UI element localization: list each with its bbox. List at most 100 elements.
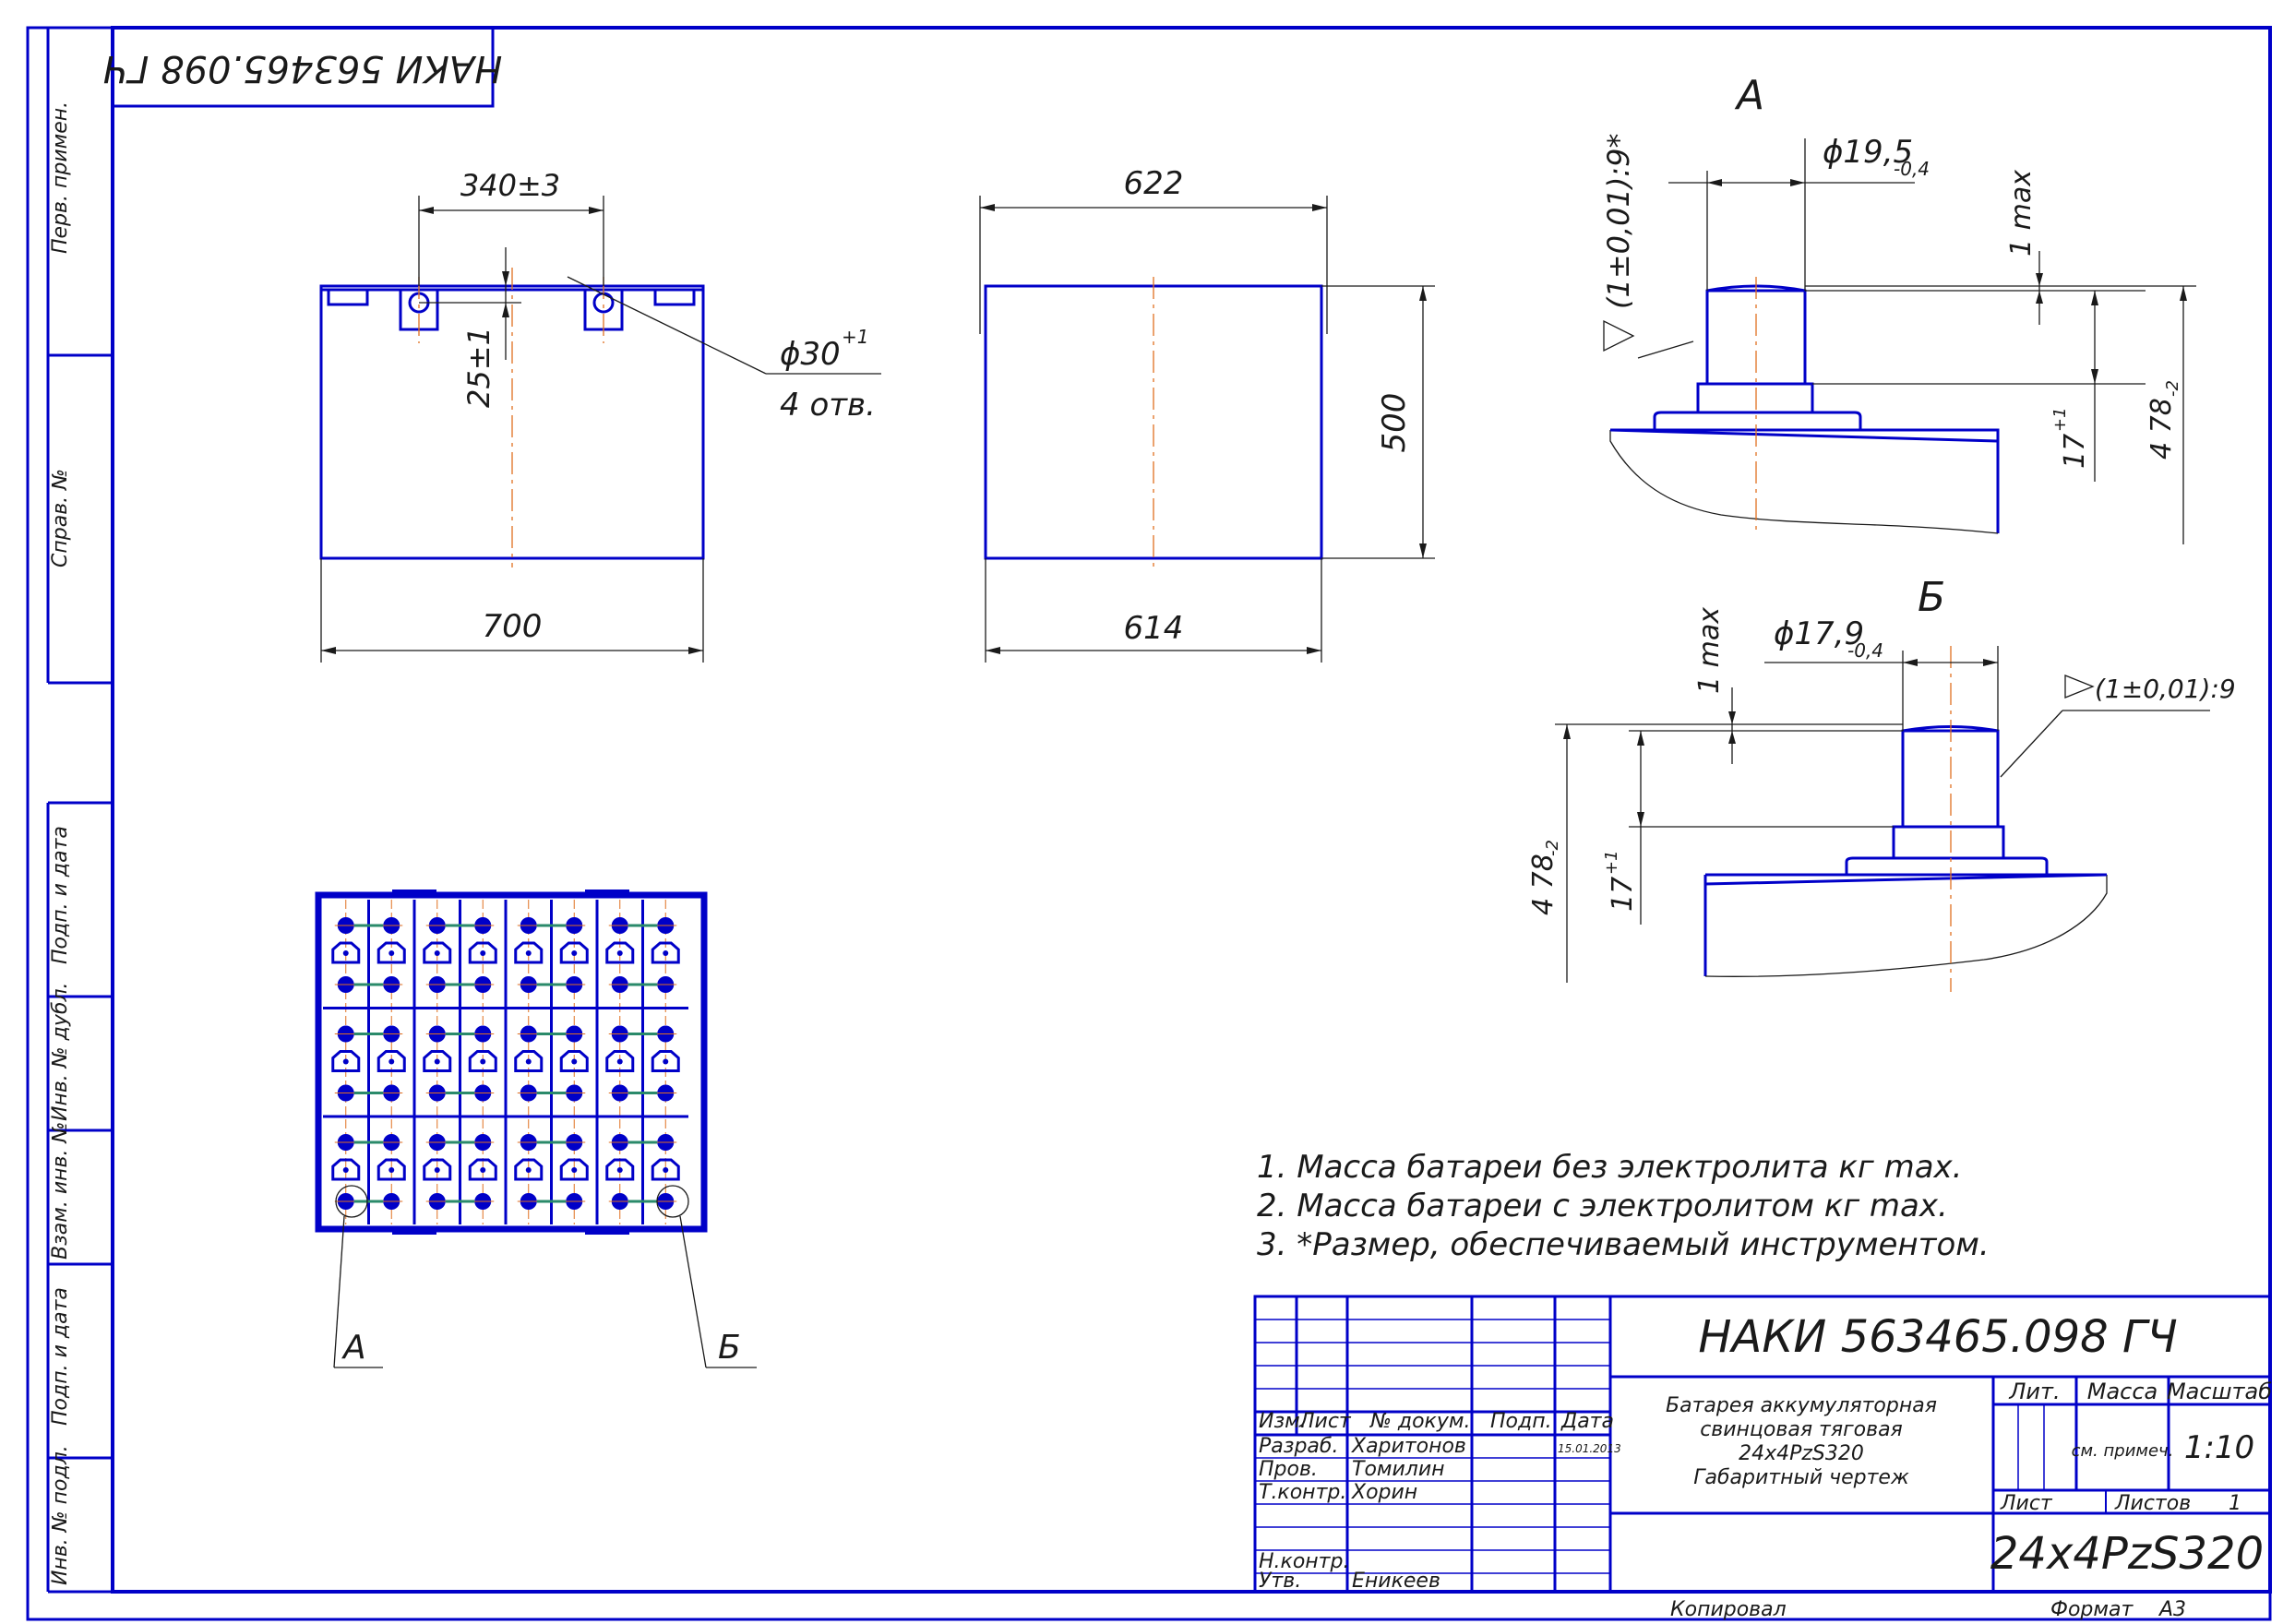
detail-b: Б ϕ17,9 -0,4 (1±0,01):9 1 max 17 +1 bbox=[1527, 574, 2236, 992]
note-1: 1. Масса батареи без электролита кг max. bbox=[1257, 1149, 1962, 1186]
detail-a-max: 1 max bbox=[2005, 170, 2038, 257]
vent-plug bbox=[331, 941, 361, 964]
vent-plug bbox=[468, 1050, 497, 1072]
vent-plug bbox=[559, 1050, 589, 1072]
vent-plug bbox=[514, 1158, 544, 1181]
top-code-box: НАКИ 563465.098 ГЧ bbox=[103, 26, 503, 108]
dim-500: 500 bbox=[1376, 393, 1413, 453]
vent-plug bbox=[377, 1158, 406, 1181]
vent-plug bbox=[605, 941, 635, 964]
detail-b-h478-tol: -2 bbox=[1543, 840, 1562, 856]
detail-b-h17-tol: +1 bbox=[1602, 850, 1621, 875]
tb-sheets-value: 1 bbox=[2229, 1492, 2241, 1515]
sheet-frame bbox=[26, 26, 2272, 1621]
tb-nkontr-label: Н.контр. bbox=[1259, 1550, 1349, 1573]
podp-data-label-1: Подп. и дата bbox=[49, 826, 72, 964]
sprav-no-label: Справ. № bbox=[49, 469, 72, 567]
vent-plug bbox=[559, 941, 589, 964]
tb-prov-name: Томилин bbox=[1352, 1458, 1445, 1481]
detail-b-h478: 4 78 bbox=[1527, 854, 1560, 915]
vent-plug bbox=[331, 1158, 361, 1181]
detail-a-h17-tol: +1 bbox=[2050, 407, 2070, 432]
vent-plug bbox=[468, 1158, 497, 1181]
doc-code-rotated: НАКИ 563465.098 ГЧ bbox=[103, 47, 503, 90]
podp-data-label-2: Подп. и дата bbox=[49, 1287, 72, 1426]
front-view: 340±3 25±1 ϕ30 +1 4 отв. 700 bbox=[319, 168, 881, 663]
inv-dubl-label: Инв. № дубл. bbox=[49, 982, 72, 1121]
tb-sheet: Лист bbox=[2000, 1492, 2053, 1515]
vent-plug bbox=[651, 1158, 680, 1181]
inv-podl-label: Инв. № подл. bbox=[49, 1445, 72, 1585]
detail-a-taper: (1±0,01):9* bbox=[1601, 133, 1636, 309]
dim-25: 25±1 bbox=[461, 327, 496, 408]
vent-plug bbox=[423, 941, 452, 964]
tb-tkontr-name: Хорин bbox=[1351, 1481, 1417, 1504]
vent-plug bbox=[468, 941, 497, 964]
detail-a-dia: ϕ19,5 bbox=[1823, 134, 1913, 171]
tb-utv-name: Еникеев bbox=[1352, 1570, 1440, 1593]
tb-name-line-2: свинцовая тяговая bbox=[1700, 1418, 1903, 1441]
title-block: Изм. Лист № докум. Подп. Дата Разраб. Ха… bbox=[1253, 1295, 2272, 1594]
vent-plug bbox=[559, 1158, 589, 1181]
tb-name-line-3: 24х4PzS320 bbox=[1739, 1442, 1864, 1465]
note-3: 3. *Размер, обеспечиваемый инструментом. bbox=[1257, 1226, 1990, 1263]
leader-b-label: Б bbox=[718, 1329, 741, 1367]
detail-a-h478: 4 78 bbox=[2146, 398, 2178, 460]
detail-a-title: А bbox=[1734, 72, 1764, 119]
dim-holes: 4 отв. bbox=[780, 387, 876, 424]
detail-a: А ϕ19,5 -0,4 (1±0,01):9* 1 max 17 +1 bbox=[1601, 72, 2196, 544]
vzam-inv-label: Взам. инв. № bbox=[49, 1122, 72, 1260]
tb-name-line-4: Габаритный чертеж bbox=[1693, 1466, 1909, 1489]
tb-tkontr-label: Т.контр. bbox=[1259, 1481, 1346, 1504]
vent-plug bbox=[423, 1050, 452, 1072]
footer-copied: Копировал bbox=[1670, 1598, 1787, 1621]
top-view: А Б bbox=[315, 890, 757, 1368]
tb-masshtab: Масштаб bbox=[2167, 1379, 2272, 1404]
dim-700: 700 bbox=[483, 608, 543, 645]
tb-utv-label: Утв. bbox=[1259, 1570, 1301, 1593]
tb-lit: Лит. bbox=[2008, 1379, 2060, 1404]
vent-plug bbox=[423, 1158, 452, 1181]
cell-grid bbox=[323, 900, 688, 1224]
vent-plug bbox=[514, 1050, 544, 1072]
tb-sheets: Листов bbox=[2114, 1492, 2191, 1515]
tb-massa-value: см. примеч. bbox=[2072, 1441, 2174, 1461]
dim-d30: ϕ30 bbox=[780, 336, 841, 373]
detail-b-title: Б bbox=[1918, 574, 1945, 621]
vent-plug bbox=[651, 941, 680, 964]
leader-a-label: А bbox=[341, 1329, 366, 1367]
detail-b-h17: 17 bbox=[1607, 877, 1639, 912]
vent-plug bbox=[377, 941, 406, 964]
detail-b-taper: (1±0,01):9 bbox=[2095, 674, 2236, 704]
tb-scale-value: 1:10 bbox=[2184, 1429, 2254, 1466]
tb-name-line-1: Батарея аккумуляторная bbox=[1666, 1394, 1937, 1417]
tb-col-docum: № докум. bbox=[1369, 1410, 1470, 1433]
tb-razrab-date: 15.01.2013 bbox=[1558, 1442, 1621, 1455]
footer-format-label: Формат bbox=[2050, 1598, 2134, 1621]
notes: 1. Масса батареи без электролита кг max.… bbox=[1257, 1149, 1990, 1263]
vent-plug bbox=[331, 1050, 361, 1072]
footer-format-value: А3 bbox=[2158, 1598, 2186, 1621]
dim-340: 340±3 bbox=[460, 168, 560, 203]
detail-b-max: 1 max bbox=[1693, 607, 1726, 694]
note-2: 2. Масса батареи с электролитом кг max. bbox=[1257, 1188, 1948, 1224]
tb-col-data: Дата bbox=[1560, 1410, 1614, 1433]
tb-doc-code: НАКИ 563465.098 ГЧ bbox=[1698, 1311, 2177, 1363]
detail-a-h17: 17 bbox=[2059, 434, 2091, 469]
tb-col-list: Лист bbox=[1298, 1410, 1352, 1433]
tb-prov-label: Пров. bbox=[1259, 1458, 1318, 1481]
detail-a-dia-tol: -0,4 bbox=[1894, 158, 1930, 180]
vent-plug bbox=[605, 1050, 635, 1072]
tb-col-podp: Подп. bbox=[1490, 1410, 1552, 1433]
detail-a-h478-tol: -2 bbox=[2163, 380, 2182, 397]
detail-b-dia-tol: -0,4 bbox=[1847, 639, 1883, 662]
dim-d30-tol: +1 bbox=[842, 326, 868, 348]
tb-massa: Масса bbox=[2087, 1379, 2158, 1404]
side-view: 622 614 500 bbox=[979, 165, 1435, 663]
tb-col-izm: Изм. bbox=[1259, 1410, 1307, 1433]
perv-primen-label: Перв. примен. bbox=[49, 102, 72, 254]
tb-razrab-name: Харитонов bbox=[1351, 1435, 1466, 1458]
left-strip: Перв. примен. Справ. № Подп. и дата Инв.… bbox=[46, 26, 113, 1594]
tb-designation: 24х4PzS320 bbox=[1990, 1528, 2264, 1580]
